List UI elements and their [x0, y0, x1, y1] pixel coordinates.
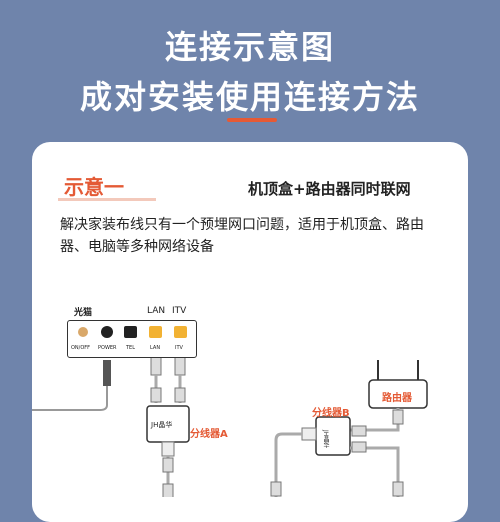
- page-subtitle: 成对安装使用连接方法: [79, 78, 420, 116]
- splitter-b-output-cable: [350, 446, 400, 497]
- splitter-a-output-plug: [161, 441, 175, 457]
- lan-plug: [150, 356, 162, 376]
- tag-underline: [58, 198, 156, 201]
- scheme-description: 解决家装布线只有一个预埋网口问题，适用于机顶盒、路由器、电脑等多种网络设备: [60, 217, 424, 255]
- lan-port-label: LAN: [147, 306, 166, 316]
- itv-port-label: ITV: [172, 306, 187, 316]
- scheme-subtitle: 机顶盒+路由器同时联网: [248, 180, 411, 198]
- modem-label: 光猫: [74, 308, 93, 318]
- splitter-a-cable-plug-2: [162, 483, 174, 497]
- lan-plug-lower: [150, 387, 162, 403]
- onoff-button: [78, 327, 88, 337]
- power-cable: [32, 383, 108, 411]
- splitter-b-input-cable: [274, 432, 302, 497]
- scheme-tag: 示意一: [64, 175, 124, 199]
- router-plug: [392, 409, 404, 425]
- power-text: POWER: [98, 345, 117, 351]
- splitter-b-out-plug: [392, 481, 404, 497]
- itv-plug-lower: [174, 387, 186, 403]
- title-underline: [227, 118, 277, 122]
- power-plug: [103, 360, 111, 386]
- lan-port: [149, 326, 162, 338]
- splitter-b-cable-plug: [270, 481, 282, 497]
- splitter-a-cable-plug: [162, 457, 174, 473]
- itv-text: ITV: [175, 345, 183, 351]
- splitter-a-label: 分线器A: [190, 429, 228, 440]
- lan-text: LAN: [150, 345, 161, 351]
- power-port: [101, 326, 113, 338]
- splitter-b-label: 分线器B: [312, 408, 350, 419]
- splitter-b-port-2: [351, 441, 367, 453]
- router-label: 路由器: [382, 393, 412, 404]
- connection-diagram: [32, 356, 428, 497]
- onoff-text: ON/OFF: [71, 345, 91, 351]
- tel-port: [124, 326, 137, 338]
- tel-text: TEL: [126, 345, 135, 351]
- splitter-b-brand: JH晶华: [322, 430, 329, 449]
- splitter-b-input-plug: [301, 427, 317, 441]
- page-title: 连接示意图: [164, 28, 335, 66]
- splitter-b-port-1: [351, 425, 367, 437]
- itv-port: [174, 326, 187, 338]
- splitter-a-brand: JH晶华: [151, 421, 173, 429]
- itv-plug: [174, 356, 186, 376]
